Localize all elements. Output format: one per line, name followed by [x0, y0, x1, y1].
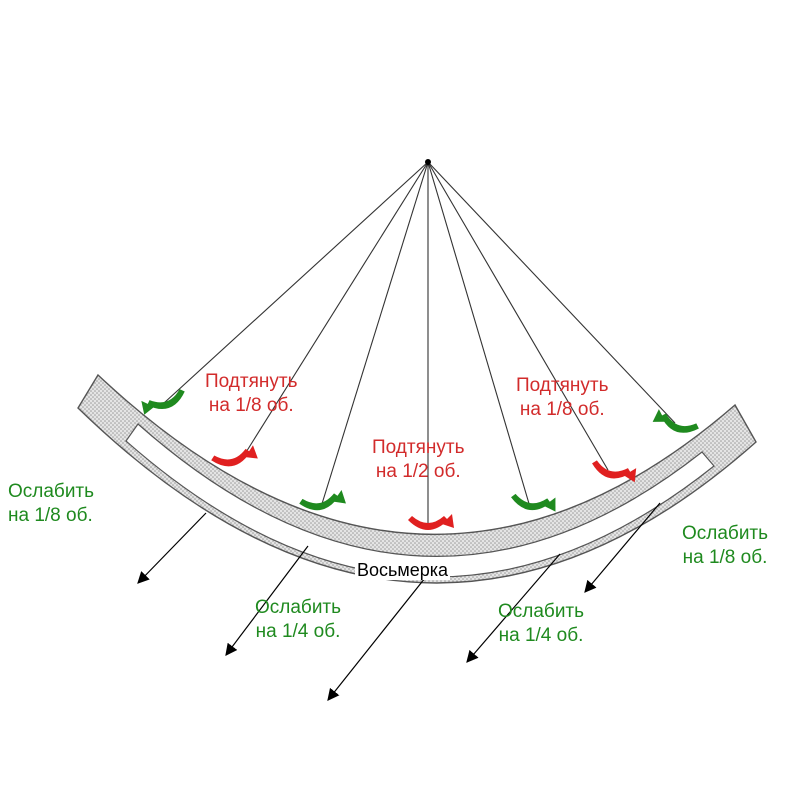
- tighten-right-line2: на 1/8 об.: [519, 399, 605, 420]
- loosen-mid-left-line1: Ослабить: [255, 597, 342, 618]
- spoke-6: [427, 161, 609, 471]
- straight-arrow-icon: [584, 502, 661, 593]
- spoke-2: [242, 161, 429, 458]
- loosen-far-left-line1: Ослабить: [8, 481, 95, 502]
- curved-arrow-green-icon: [652, 409, 699, 433]
- tighten-center-label: Подтянуть на 1/2 об.: [372, 436, 464, 484]
- rim-channel: [125, 423, 715, 578]
- tighten-left-line1: Подтянуть: [205, 371, 298, 392]
- tighten-left-line2: на 1/8 об.: [208, 395, 294, 416]
- curved-arrow-red-icon: [592, 460, 637, 483]
- straight-arrow-icon: [466, 553, 561, 663]
- loosen-far-left-line2: на 1/8 об.: [8, 505, 93, 526]
- spokes: [163, 161, 676, 525]
- curved-arrow-green-icon: [511, 493, 556, 512]
- straight-arrow-icon: [225, 545, 309, 656]
- straight-arrow-icon: [327, 567, 434, 701]
- straight-arrow-icon: [137, 512, 207, 584]
- spoke-3: [320, 161, 429, 508]
- hub-point: [425, 159, 431, 165]
- tighten-center-line2: на 1/2 об.: [375, 461, 461, 482]
- loosen-far-right-label: Ослабить на 1/8 об.: [682, 522, 768, 570]
- loosen-far-right-line1: Ослабить: [682, 523, 769, 544]
- rim-label: Восьмерка: [355, 560, 451, 580]
- loosen-direction-arrows: [137, 502, 661, 701]
- curved-arrow-red-icon: [211, 445, 258, 467]
- curved-arrows: [141, 389, 699, 530]
- loosen-far-left-label: Ослабить на 1/8 об.: [8, 480, 94, 528]
- tighten-right-line1: Подтянуть: [516, 375, 609, 396]
- curved-arrow-green-icon: [299, 490, 346, 511]
- tighten-center-line1: Подтянуть: [372, 437, 465, 458]
- loosen-far-right-line2: на 1/8 об.: [682, 547, 768, 568]
- spoke-1: [163, 161, 429, 404]
- tighten-right-label: Подтянуть на 1/8 об.: [516, 374, 608, 422]
- spoke-7: [427, 161, 676, 424]
- spoke-5: [427, 161, 531, 508]
- tighten-left-label: Подтянуть на 1/8 об.: [205, 370, 297, 418]
- loosen-mid-left-label: Ослабить на 1/4 об.: [255, 596, 341, 644]
- curved-arrow-green-icon: [141, 389, 185, 415]
- loosen-mid-right-label: Ослабить на 1/4 об.: [498, 600, 584, 648]
- loosen-mid-right-line1: Ослабить: [498, 601, 585, 622]
- loosen-mid-right-line2: на 1/4 об.: [498, 625, 584, 646]
- loosen-mid-left-line2: на 1/4 об.: [255, 621, 341, 642]
- curved-arrow-red-icon: [408, 514, 454, 530]
